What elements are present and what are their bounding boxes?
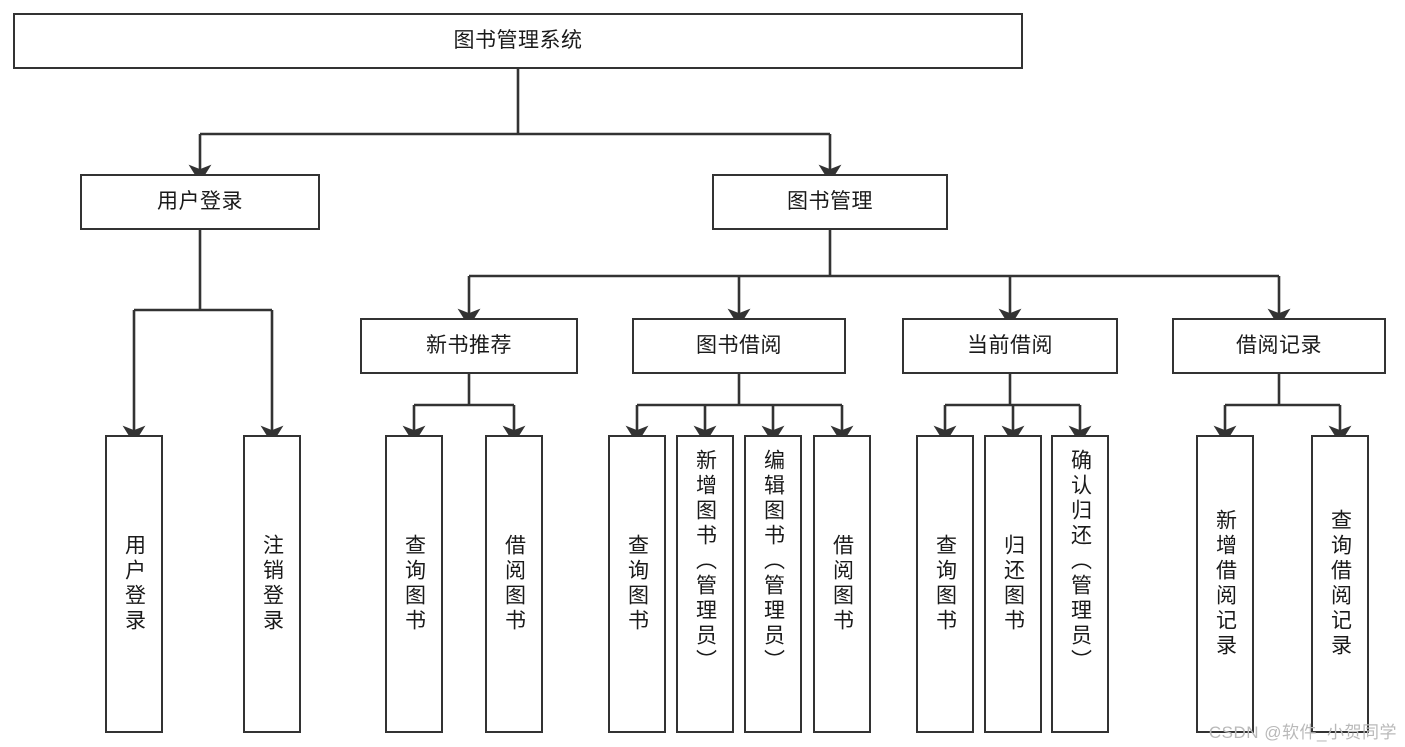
node-label: 当前借阅 (967, 334, 1053, 358)
tree-edges (122, 69, 1352, 444)
watermark: CSDN @软件_小贺同学 (1208, 723, 1397, 742)
node-label: 借阅记录 (1236, 334, 1322, 358)
node-current-borrow: 当前借阅 (902, 318, 1118, 374)
node-user-login: 用户登录 (80, 174, 320, 230)
node-new-book-rec: 新书推荐 (360, 318, 578, 374)
node-label: 新书推荐 (426, 334, 512, 358)
node-label: 注销登录 (260, 534, 284, 634)
node-leaf-add-book: 新增图书（管理员） (676, 435, 734, 733)
node-label: 查询图书 (625, 534, 649, 634)
node-label: 用户登录 (157, 190, 243, 214)
node-label: 图书管理 (787, 190, 873, 214)
node-label: 用户登录 (122, 534, 146, 634)
node-leaf-query-book-cb: 查询图书 (916, 435, 974, 733)
node-leaf-confirm-return: 确认归还（管理员） (1051, 435, 1109, 733)
node-label: 查询图书 (933, 534, 957, 634)
node-leaf-query-book-rec: 查询图书 (385, 435, 443, 733)
node-label: 编辑图书（管理员） (761, 449, 785, 674)
node-label: 图书管理系统 (453, 29, 583, 53)
node-label: 新增图书（管理员） (693, 449, 717, 674)
node-root: 图书管理系统 (13, 13, 1023, 69)
node-label: 归还图书 (1001, 534, 1025, 634)
node-label: 新增借阅记录 (1213, 509, 1237, 659)
node-label: 图书借阅 (696, 334, 782, 358)
node-label: 确认归还（管理员） (1068, 449, 1092, 674)
node-label: 查询借阅记录 (1328, 509, 1352, 659)
node-label: 借阅图书 (830, 534, 854, 634)
node-label: 查询图书 (402, 534, 426, 634)
node-borrow-record: 借阅记录 (1172, 318, 1386, 374)
node-leaf-query-record: 查询借阅记录 (1311, 435, 1369, 733)
node-leaf-edit-book: 编辑图书（管理员） (744, 435, 802, 733)
node-leaf-query-book-bb: 查询图书 (608, 435, 666, 733)
node-leaf-user-login: 用户登录 (105, 435, 163, 733)
node-leaf-return-book: 归还图书 (984, 435, 1042, 733)
node-book-manage: 图书管理 (712, 174, 948, 230)
node-leaf-borrow-book-rec: 借阅图书 (485, 435, 543, 733)
node-book-borrow: 图书借阅 (632, 318, 846, 374)
node-label: 借阅图书 (502, 534, 526, 634)
node-leaf-add-record: 新增借阅记录 (1196, 435, 1254, 733)
node-leaf-user-logout: 注销登录 (243, 435, 301, 733)
node-leaf-borrow-book-bb: 借阅图书 (813, 435, 871, 733)
